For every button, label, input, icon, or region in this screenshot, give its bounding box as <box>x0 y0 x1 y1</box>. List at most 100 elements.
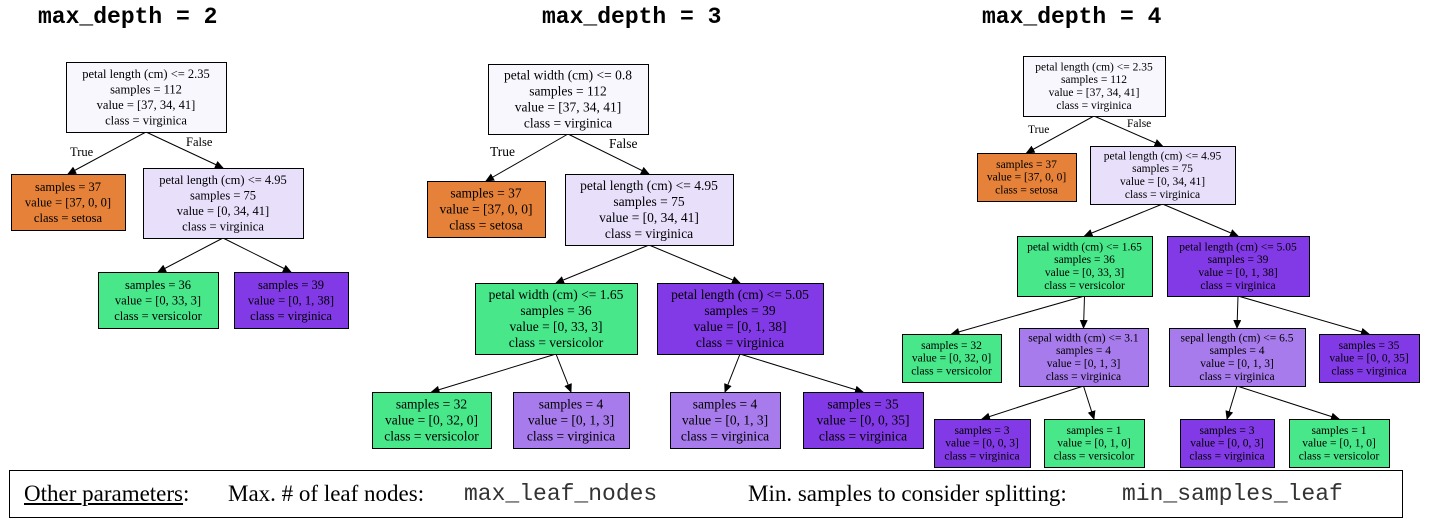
node-box <box>1023 56 1166 117</box>
node-box <box>1019 328 1149 387</box>
node-box <box>977 153 1077 202</box>
node-text-line: value = [0, 33, 3] <box>509 319 602 334</box>
node-text-line: petal length (cm) <= 5.05 <box>1179 241 1297 253</box>
node-text-line: class = versicolor <box>114 309 202 323</box>
node-text-line: class = virginica <box>1331 365 1406 377</box>
node-box <box>1169 328 1306 387</box>
node-box <box>98 272 219 329</box>
node-text-line: value = [0, 1, 3] <box>528 412 614 427</box>
node-text-line: petal length (cm) <= 4.95 <box>159 173 287 187</box>
footer-split-text: Min. samples to consider splitting: <box>748 481 1067 506</box>
node-text-line: samples = 3 <box>954 425 1009 437</box>
node-text-line: class = versicolor <box>1054 450 1135 462</box>
tree-node-c: petal length (cm) <= 4.95 samples = 75val… <box>143 168 304 239</box>
node-text-line: petal length (cm) <= 4.95 <box>1104 150 1222 162</box>
node-box <box>803 392 924 449</box>
node-text-line: class = versicolor <box>911 365 992 377</box>
edge-a-b <box>485 133 569 182</box>
edge-e-h <box>724 353 741 393</box>
node-text-line: value = [0, 34, 41] <box>599 210 699 225</box>
node-text-line: samples = 75 <box>190 189 256 203</box>
node-text-line: value = [0, 33, 3] <box>1045 267 1124 279</box>
node-text-line: samples = 32 <box>921 340 982 352</box>
node-text-line: samples = 112 <box>1061 74 1127 86</box>
node-text-line: class = versicolor <box>384 428 479 443</box>
node-text-line: class = setosa <box>449 217 523 232</box>
node-text-line: value = [0, 1, 38] <box>693 319 786 334</box>
footer-label-group: Other parameters: <box>24 481 189 507</box>
node-text-line: value = [0, 32, 0] <box>385 412 478 427</box>
edge-c-e <box>648 244 741 284</box>
node-box <box>1167 236 1310 297</box>
edge-d-f <box>430 353 557 394</box>
node-text-line: petal length (cm) <= 5.05 <box>671 287 809 302</box>
node-box <box>670 392 781 449</box>
node-text-line: class = virginica <box>250 309 332 323</box>
node-text-line: samples = 75 <box>613 194 685 209</box>
node-text-line: class = virginica <box>1125 189 1200 201</box>
footer-label-colon: : <box>183 481 190 506</box>
node-text-line: samples = 1 <box>1311 425 1366 437</box>
node-box <box>475 283 638 355</box>
node-text-line: class = versicolor <box>1044 280 1125 292</box>
edge-c-e <box>1162 203 1239 237</box>
edge-g-j <box>981 385 1084 421</box>
node-text-line: value = [0, 1, 0] <box>1057 438 1131 450</box>
node-text-line: class = virginica <box>182 220 264 234</box>
node-text-line: samples = 4 <box>693 396 758 411</box>
node-box <box>513 392 630 449</box>
title-depth-2: max_depth = 2 <box>38 4 218 30</box>
node-text-line: value = [37, 0, 0] <box>439 201 532 216</box>
node-text-line: value = [0, 0, 35] <box>816 412 909 427</box>
node-text-line: samples = 37 <box>996 159 1057 171</box>
node-text-line: class = virginica <box>1199 371 1274 383</box>
node-text-line: class = virginica <box>1046 371 1121 383</box>
node-box <box>902 334 1002 383</box>
node-text-line: value = [0, 34, 41] <box>177 204 269 218</box>
edge-d-f <box>950 295 1085 336</box>
edge-h-l <box>1225 385 1238 420</box>
edge-c-d <box>1083 203 1163 237</box>
node-text-line: value = [0, 1, 38] <box>1198 267 1277 279</box>
node-text-line: samples = 36 <box>125 278 191 292</box>
node-box <box>234 272 349 329</box>
edge-e-i <box>739 353 864 394</box>
node-text-line: value = [0, 0, 35] <box>1329 353 1408 365</box>
node-text-line: value = [0, 1, 3] <box>1047 358 1121 370</box>
node-text-line: samples = 37 <box>35 180 101 194</box>
node-text-line: value = [37, 34, 41] <box>515 99 622 114</box>
node-text-line: samples = 39 <box>704 303 776 318</box>
node-text-line: samples = 39 <box>1208 254 1269 266</box>
edge-a-c <box>567 133 650 175</box>
node-text-line: samples = 4 <box>539 396 604 411</box>
edge-a-c <box>145 131 224 169</box>
node-text-line: samples = 4 <box>1209 345 1264 357</box>
node-text-line: petal length (cm) <= 4.95 <box>580 178 718 193</box>
edge-c-d <box>555 244 650 284</box>
node-text-line: value = [37, 0, 0] <box>987 172 1066 184</box>
node-text-line: class = virginica <box>944 450 1019 462</box>
node-box <box>1319 334 1420 383</box>
node-box <box>565 174 734 246</box>
node-text-line: samples = 75 <box>1132 163 1193 175</box>
node-text-line: value = [0, 32, 0] <box>912 353 991 365</box>
node-text-line: class = versicolor <box>1299 450 1380 462</box>
node-text-line: samples = 36 <box>1054 254 1115 266</box>
